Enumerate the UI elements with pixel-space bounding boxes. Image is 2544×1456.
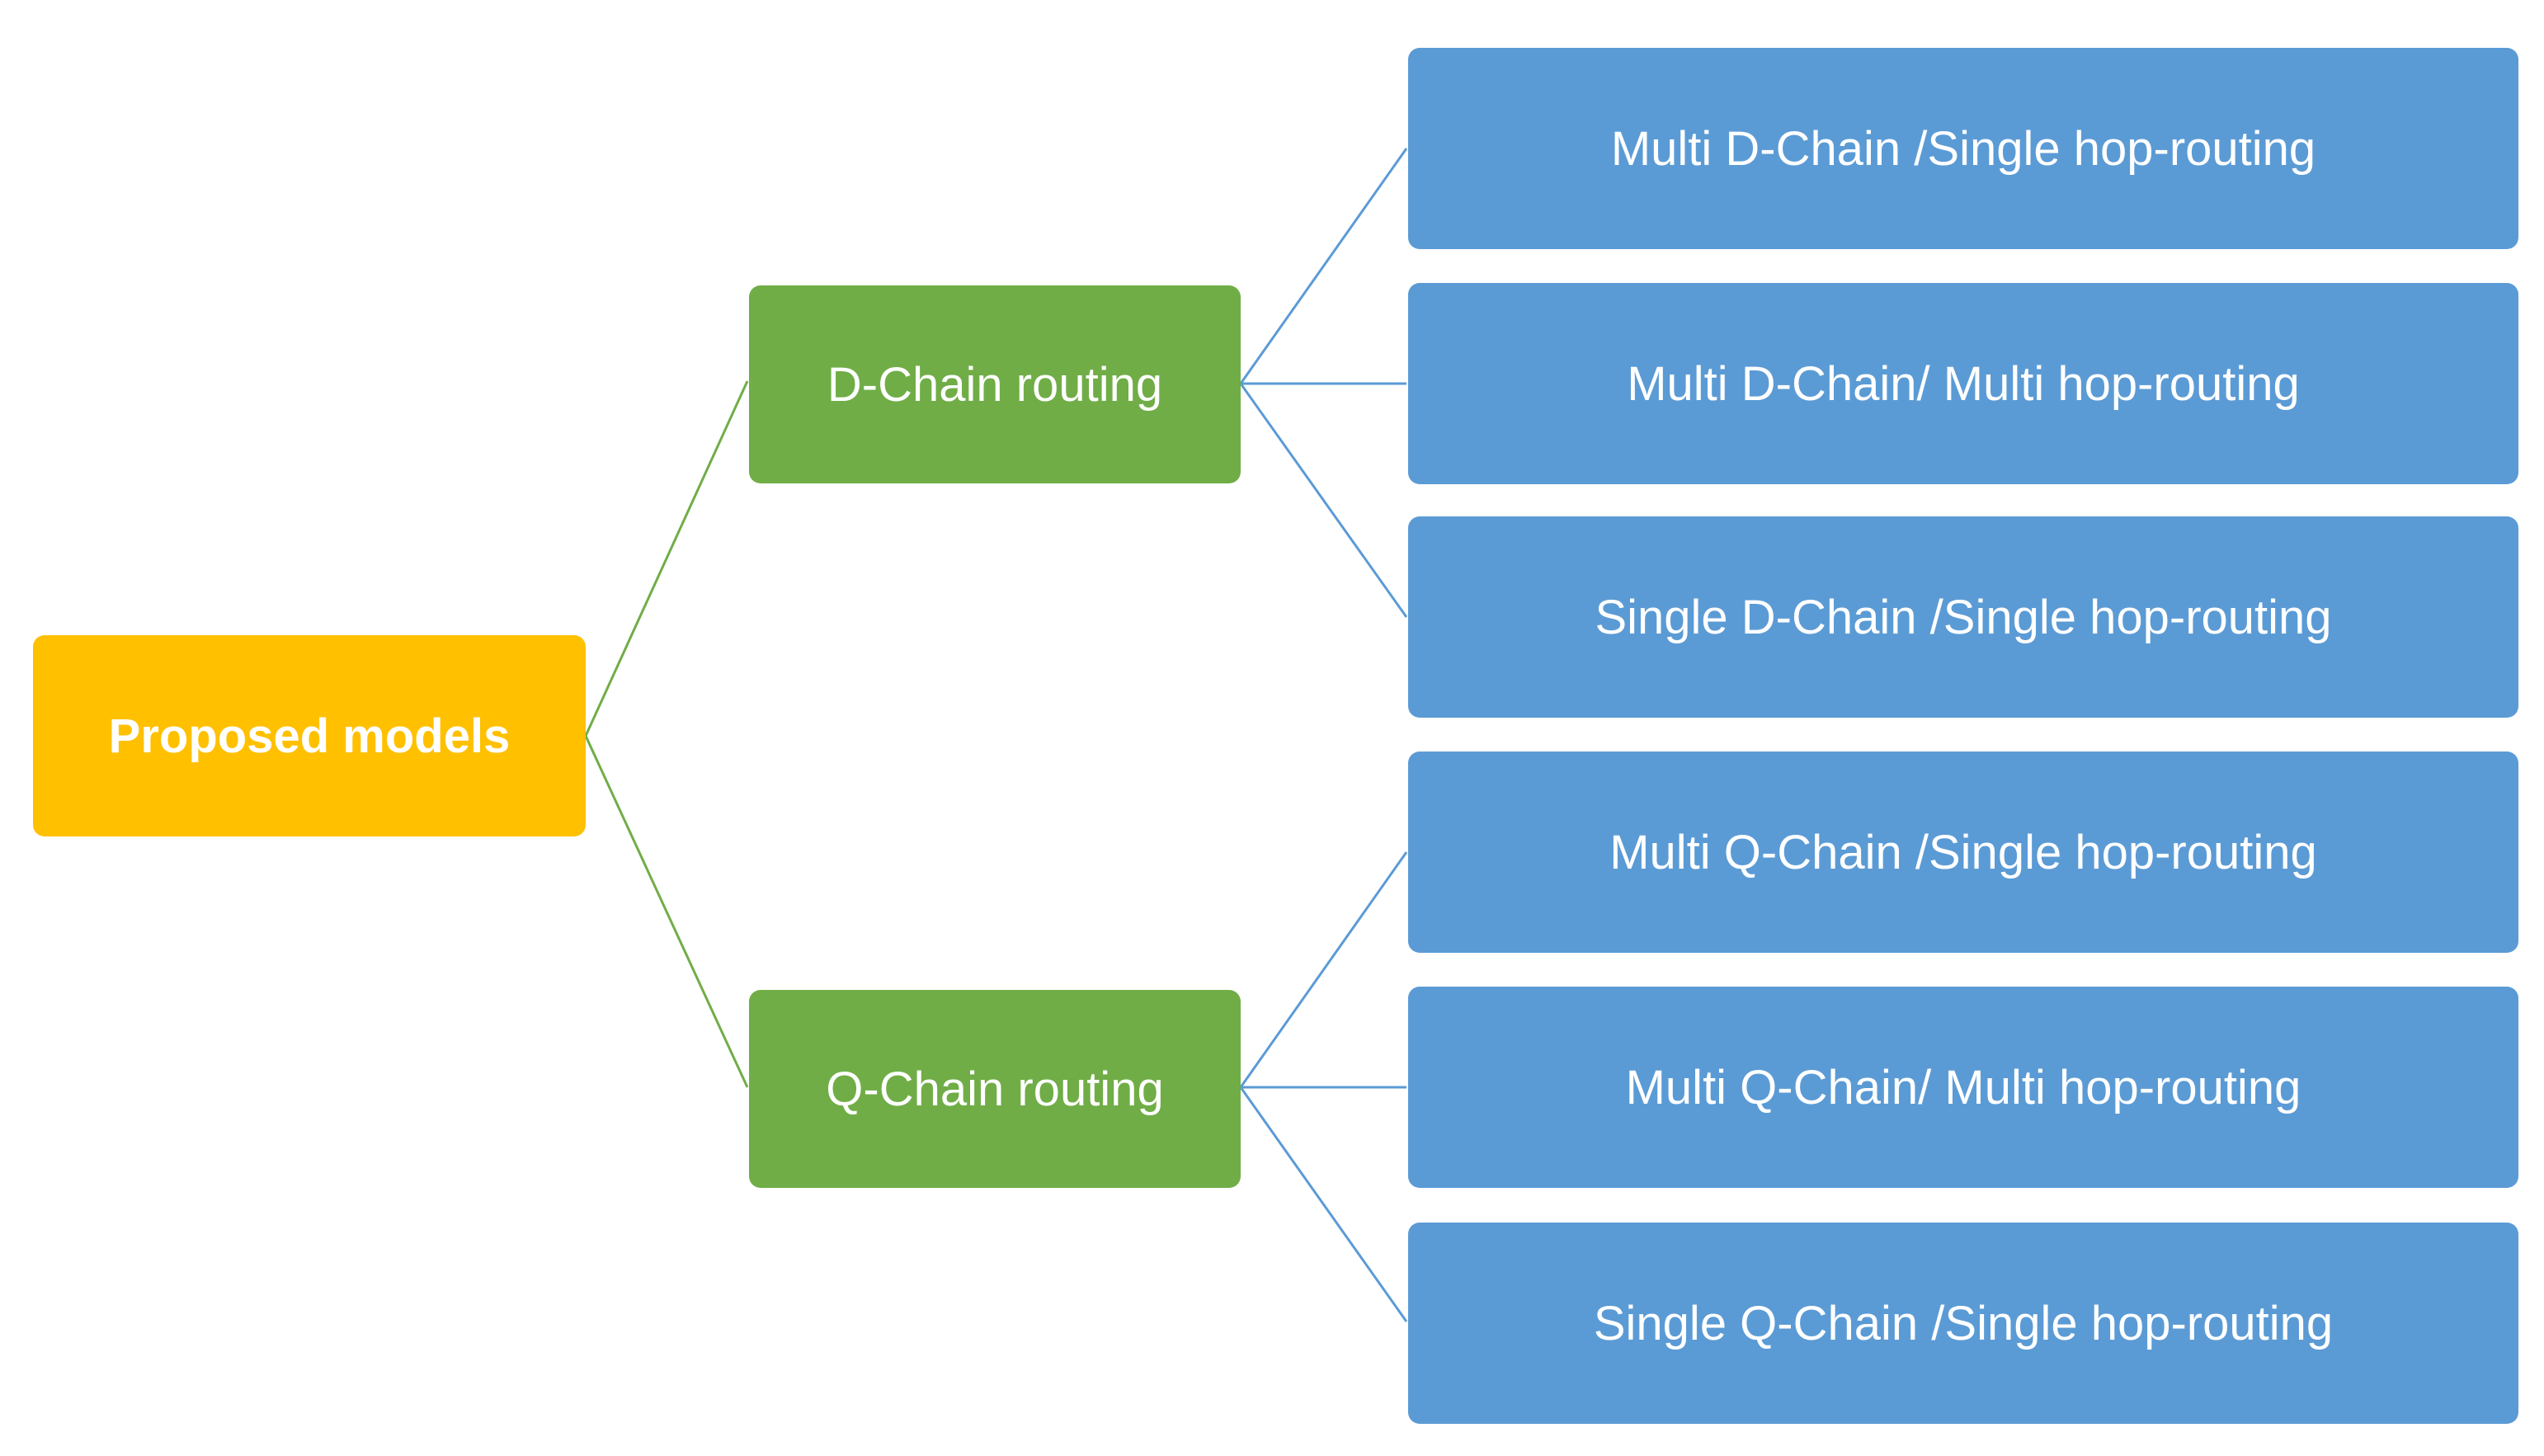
leaf-node-single-d-chain-single-hop: Single D-Chain /Single hop-routing [1408,516,2518,718]
branch-node-q-chain-routing: Q-Chain routing [749,990,1241,1188]
connector-q-chain-to-leaf-4 [1239,851,1408,1088]
leaf-node-label: Single D-Chain /Single hop-routing [1595,590,2332,644]
leaf-node-label: Multi Q-Chain /Single hop-routing [1609,825,2317,879]
leaf-node-multi-q-chain-single-hop: Multi Q-Chain /Single hop-routing [1408,752,2518,953]
leaf-node-multi-q-chain-multi-hop: Multi Q-Chain/ Multi hop-routing [1408,987,2518,1188]
connector-q-chain-to-leaf-6 [1239,1086,1408,1322]
leaf-node-label: Multi D-Chain/ Multi hop-routing [1627,356,2300,411]
leaf-node-label: Multi D-Chain /Single hop-routing [1610,121,2316,176]
leaf-node-multi-d-chain-multi-hop: Multi D-Chain/ Multi hop-routing [1408,283,2518,484]
leaf-node-multi-d-chain-single-hop: Multi D-Chain /Single hop-routing [1408,48,2518,249]
leaf-node-label: Multi Q-Chain/ Multi hop-routing [1625,1060,2301,1114]
connector-root-to-d-chain [584,380,749,737]
connector-root-to-q-chain [584,735,749,1088]
branch-node-label: Q-Chain routing [826,1062,1164,1116]
root-node-proposed-models: Proposed models [33,635,586,836]
branch-node-d-chain-routing: D-Chain routing [749,285,1241,483]
leaf-node-single-q-chain-single-hop: Single Q-Chain /Single hop-routing [1408,1223,2518,1424]
branch-node-label: D-Chain routing [827,357,1163,412]
root-node-label: Proposed models [108,709,511,763]
connector-d-chain-to-leaf-1 [1239,148,1408,384]
connector-d-chain-to-leaf-3 [1239,383,1408,618]
leaf-node-label: Single Q-Chain /Single hop-routing [1593,1296,2334,1350]
